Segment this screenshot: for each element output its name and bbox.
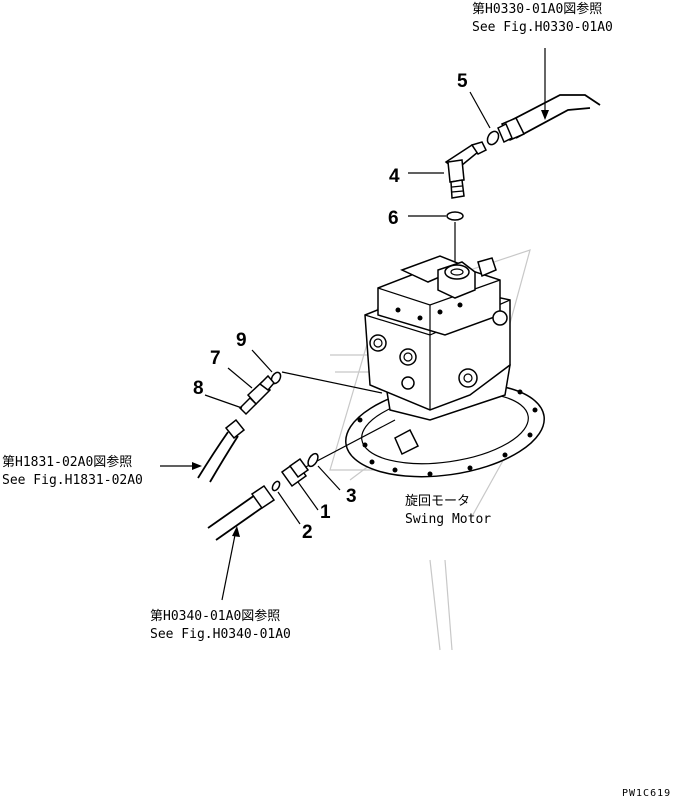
ref-bottom-jp: 第H0340-01A0図参照 (150, 608, 280, 624)
ref-bottom-en: See Fig.H0340-01A0 (150, 627, 291, 642)
part-1-connector (280, 457, 310, 488)
ref-top-jp: 第H0330-01A0図参照 (472, 1, 602, 17)
callout-6: 6 (388, 208, 399, 229)
hose-top (497, 48, 601, 144)
part-2-o-ring (271, 480, 281, 492)
ref-left-en: See Fig.H1831-02A0 (2, 473, 143, 488)
part-6-o-ring (446, 211, 464, 221)
centerline-9 (281, 371, 383, 394)
callout-3: 3 (346, 486, 357, 507)
ref-left-jp: 第H1831-02A0図参照 (2, 454, 132, 470)
component-label-jp: 旋回モータ (405, 494, 470, 509)
part-7-adapter (246, 374, 275, 406)
part-5-o-ring (486, 130, 500, 146)
callout-1: 1 (320, 502, 331, 523)
part-4-elbow (444, 141, 488, 199)
part-8-fitting (238, 396, 258, 416)
callout-2: 2 (302, 522, 313, 543)
callout-9: 9 (236, 330, 247, 351)
component-label-en: Swing Motor (405, 512, 491, 527)
callout-7: 7 (210, 348, 221, 369)
drawing-code: PW1C619 (622, 788, 671, 799)
hose-bottom (207, 484, 276, 601)
callout-8: 8 (193, 378, 204, 399)
callout-4: 4 (389, 166, 400, 187)
callout-5: 5 (457, 71, 468, 92)
hose-left (160, 418, 246, 483)
swing-motor (345, 255, 545, 478)
ref-top-en: See Fig.H0330-01A0 (472, 20, 613, 35)
part-3-o-ring (307, 452, 319, 468)
